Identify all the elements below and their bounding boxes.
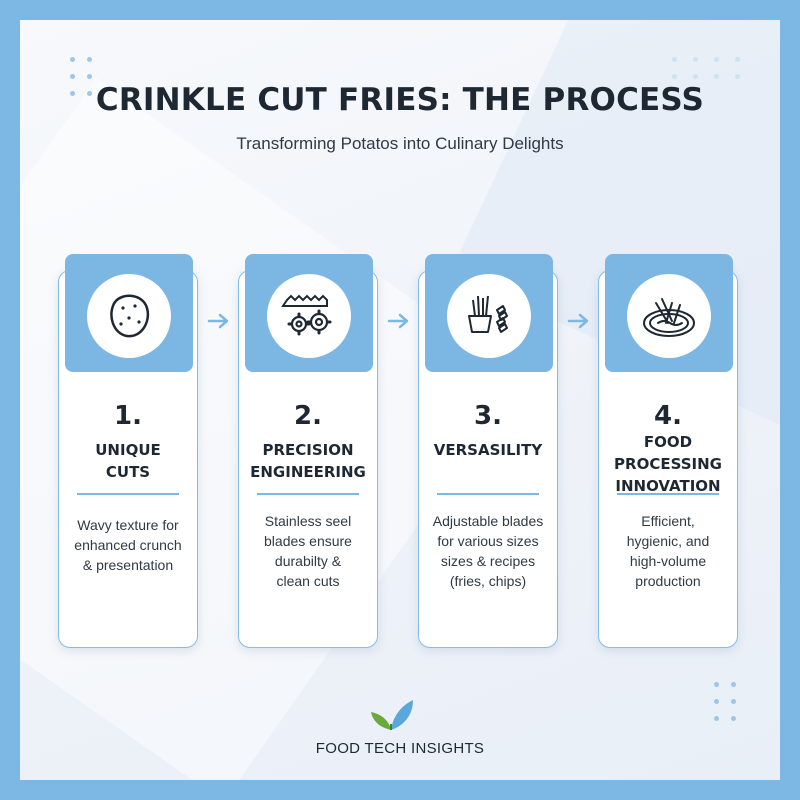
arrow-right-icon [567,313,589,329]
step-label: VERSASILITY [433,441,543,459]
step-icon-header [65,254,193,372]
blade-gears-icon [267,274,351,358]
page-subtitle: Transforming Potatos into Culinary Delig… [236,134,564,153]
potato-icon [87,274,171,358]
fries-icon [447,274,531,358]
decorative-dots [672,57,740,79]
divider [617,493,719,495]
leaf-logo-icon [371,700,413,730]
divider [77,493,179,495]
arrow-right-icon [387,313,409,329]
decorative-dots [70,57,92,96]
step-number: 2. [294,401,322,431]
step-icon-header [605,254,733,372]
brand-name: FOOD TECH INSIGHTS [315,740,485,757]
step-number: 3. [474,401,502,431]
step-icon-header [245,254,373,372]
decorative-dots [714,682,736,721]
divider [257,493,359,495]
step-number: 1. [114,401,142,431]
arrow-right-icon [207,313,229,329]
fries-plate-icon [627,274,711,358]
divider [437,493,539,495]
page-title: CRINKLE CUT FRIES: THE PROCESS [95,82,705,118]
step-icon-header [425,254,553,372]
step-number: 4. [654,401,682,431]
